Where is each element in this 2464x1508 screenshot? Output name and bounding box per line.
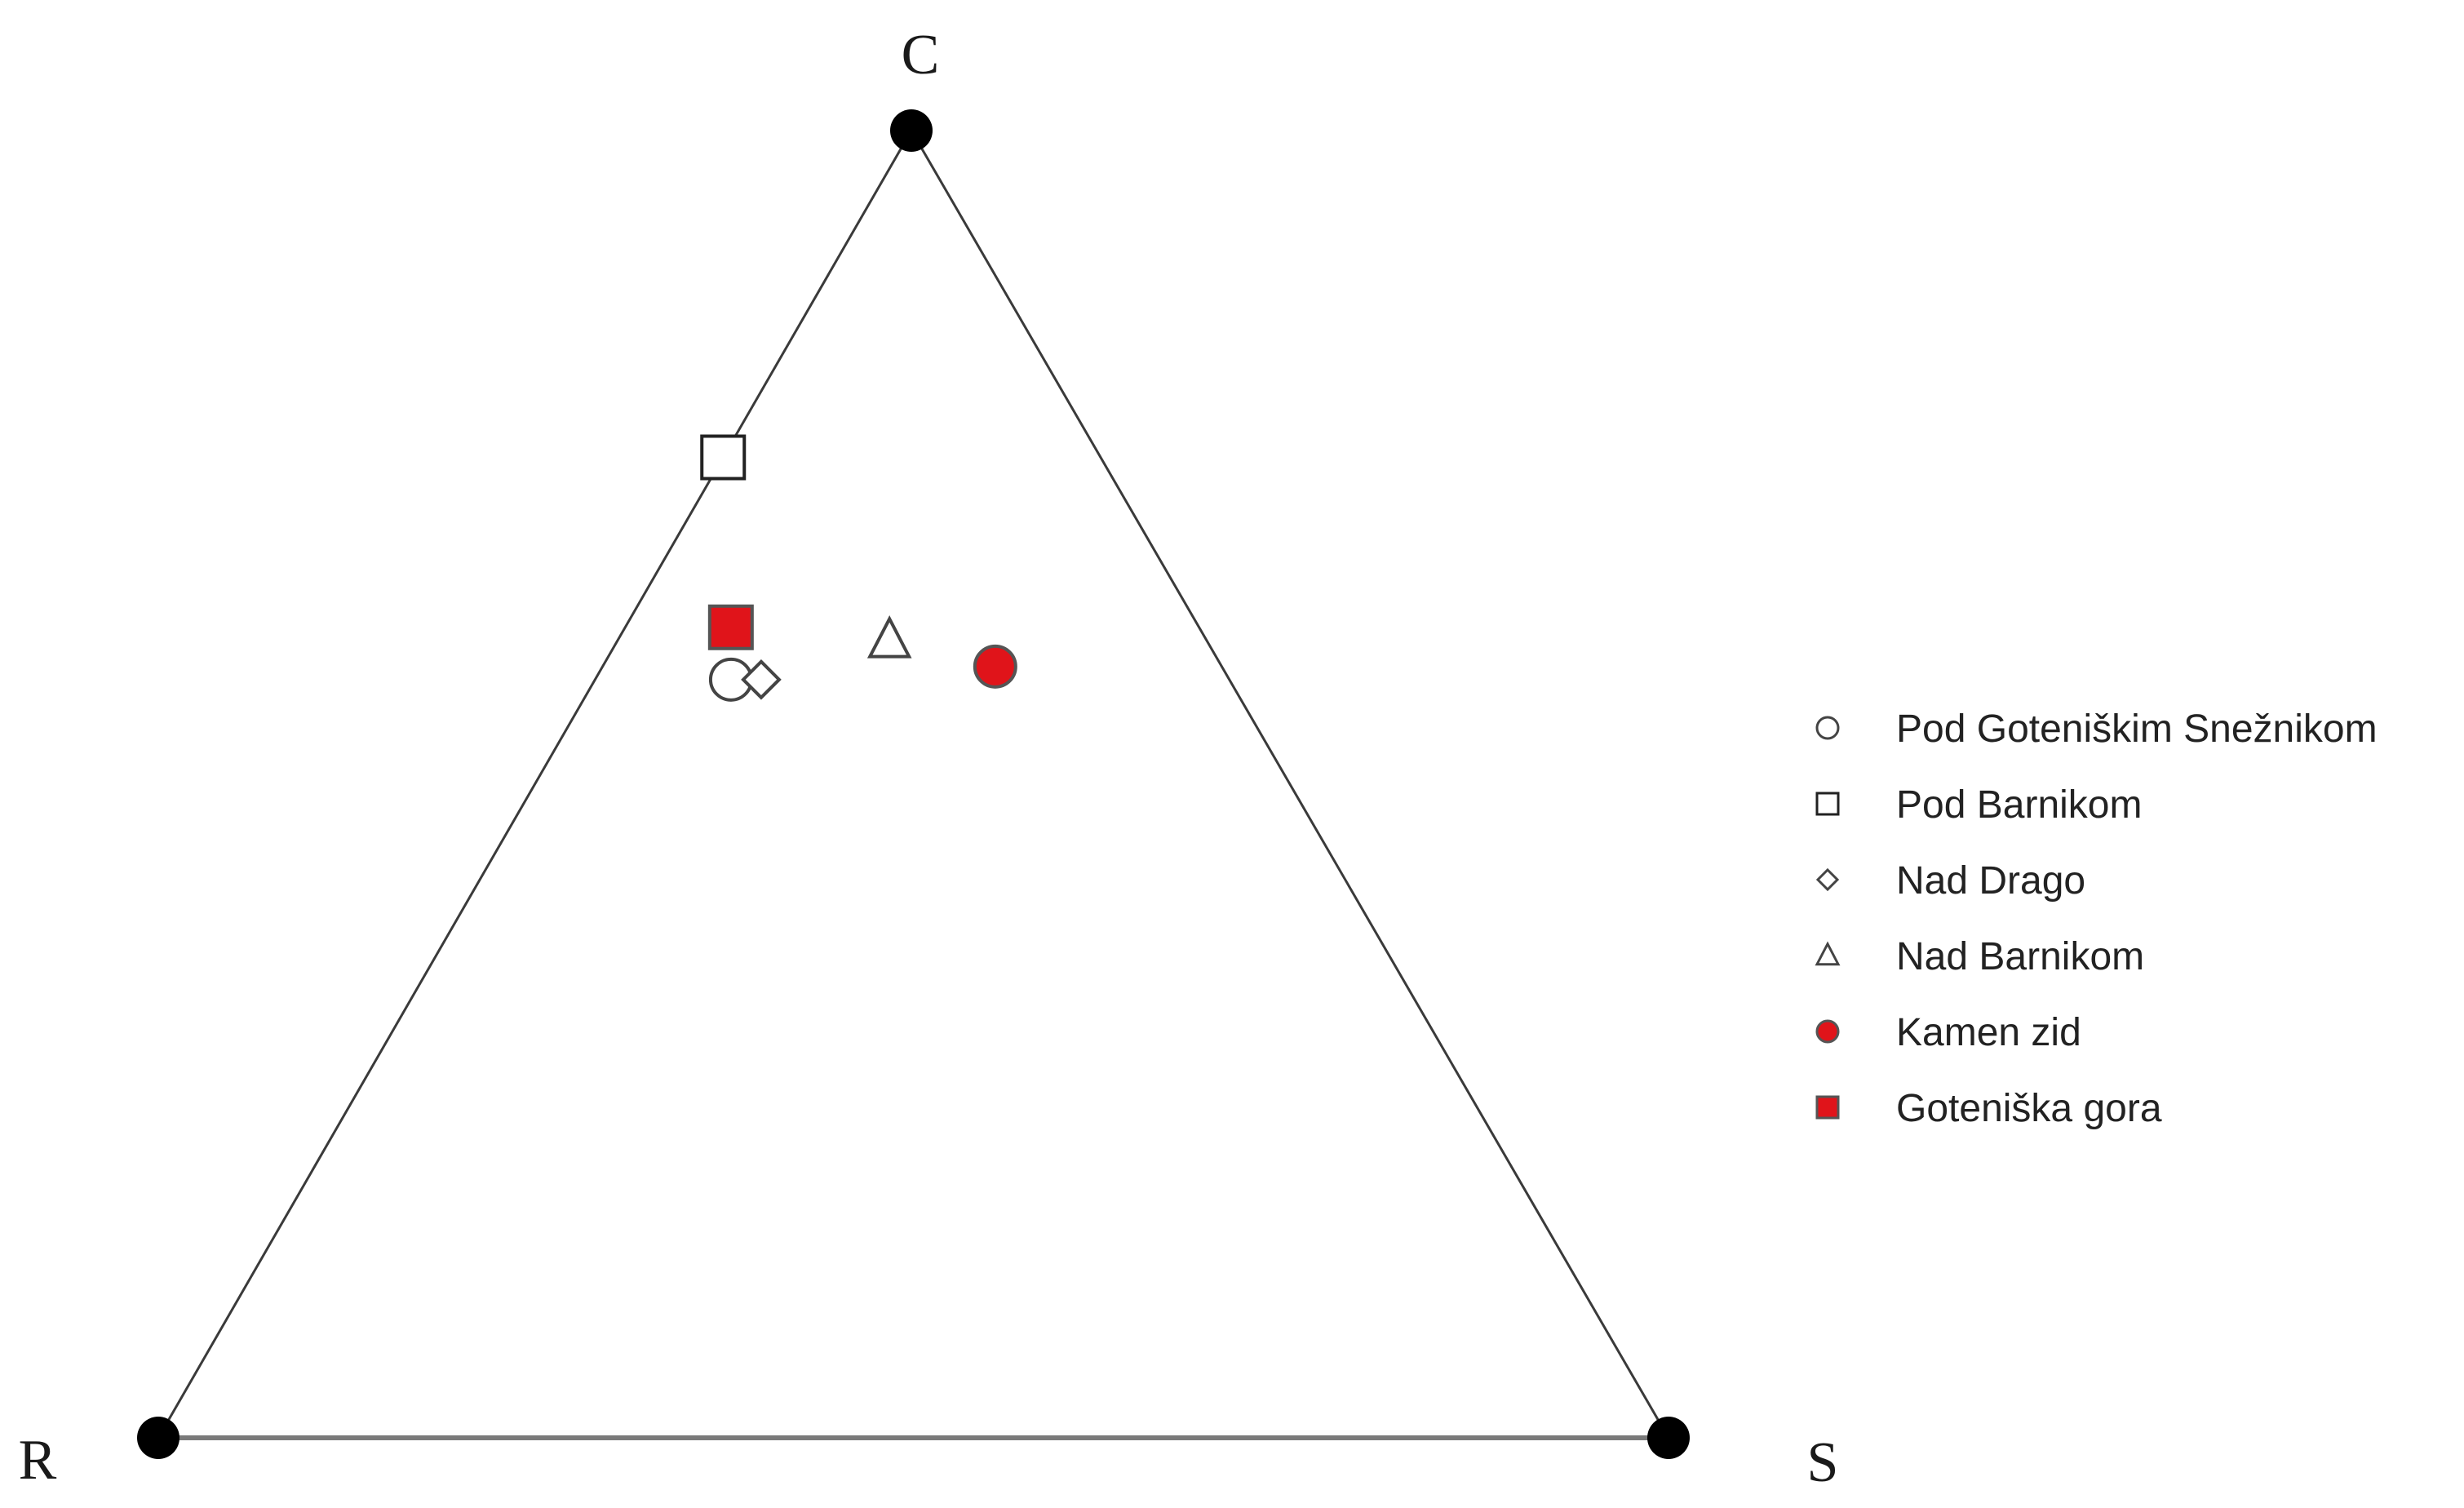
legend-marker-6 <box>1815 1095 1840 1120</box>
legend-marker-4 <box>1815 941 1841 966</box>
legend-label-4: Nad Barnikom <box>1896 935 2144 978</box>
data-point-2 <box>700 434 747 481</box>
legend-marker-2 <box>1815 792 1840 816</box>
edge-c-s <box>910 130 1670 1439</box>
points-layer <box>700 434 1017 702</box>
data-point-6 <box>707 604 754 650</box>
legend-label-1: Pod Goteniškim Snežnikom <box>1896 707 2378 751</box>
legend-label-3: Nad Drago <box>1896 859 2085 903</box>
legend-label-2: Pod Barnikom <box>1896 783 2142 827</box>
vertex-label-r: R <box>19 1429 57 1492</box>
vertex-label-s: S <box>1807 1431 1839 1494</box>
legend-marker-1 <box>1815 716 1840 740</box>
triangle-layer <box>137 109 1690 1459</box>
vertex-label-c: C <box>902 24 940 86</box>
legend-label-6: Goteniška gora <box>1896 1087 2162 1130</box>
vertex-dot-c <box>890 109 933 152</box>
vertex-dot-s <box>1647 1417 1690 1459</box>
legend-marker-3 <box>1815 867 1840 892</box>
data-point-5 <box>973 644 1017 689</box>
legend-marker-5 <box>1815 1019 1840 1044</box>
legend-label-5: Kamen zid <box>1896 1011 2081 1054</box>
edge-c-r <box>157 130 913 1439</box>
vertex-dot-r <box>137 1417 179 1459</box>
data-point-3 <box>741 659 782 700</box>
data-point-4 <box>866 615 912 659</box>
